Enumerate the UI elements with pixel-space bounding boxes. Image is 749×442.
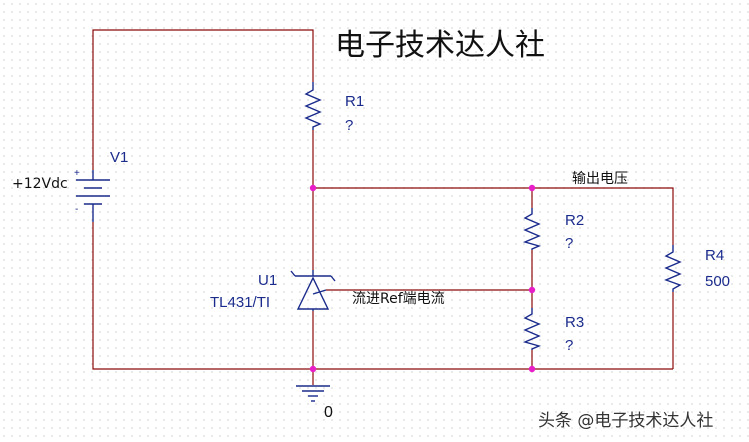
v1-minus-label: - xyxy=(75,204,78,215)
r3-name-label: R3 xyxy=(565,314,584,331)
resistor-r3[interactable] xyxy=(522,308,542,350)
ground-label: 0 xyxy=(324,404,333,421)
u1-name-label: U1 xyxy=(258,272,277,289)
resistor-r4[interactable] xyxy=(664,245,682,292)
page-title: 电子技术达人社 xyxy=(335,28,545,63)
node-output-left xyxy=(309,184,317,192)
r1-value-label: ? xyxy=(345,117,353,134)
wire-output-rail xyxy=(313,187,674,245)
wire-left-top xyxy=(92,29,314,170)
ground-symbol xyxy=(296,385,330,402)
node-bottom-left xyxy=(309,365,317,373)
wires xyxy=(92,29,674,385)
output-voltage-label: 输出电压 xyxy=(572,171,628,187)
battery-v1[interactable] xyxy=(76,170,110,222)
resistor-r1[interactable] xyxy=(304,82,322,130)
r4-value-label: 500 xyxy=(705,273,730,290)
ref-current-label: 流进Ref端电流 xyxy=(352,291,445,307)
r2-name-label: R2 xyxy=(565,212,584,229)
wire-bottom-rail xyxy=(92,222,673,370)
node-output-mid xyxy=(528,184,536,192)
v1-value-label: +12Vdc xyxy=(12,176,68,192)
watermark-text: 头条 @电子技术达人社 xyxy=(538,411,713,431)
r4-name-label: R4 xyxy=(705,247,724,264)
r3-value-label: ? xyxy=(565,337,573,354)
node-bottom-mid xyxy=(528,365,536,373)
u1-part-label: TL431/TI xyxy=(210,294,270,311)
r1-name-label: R1 xyxy=(345,93,364,110)
v1-name-label: V1 xyxy=(110,149,128,166)
r2-value-label: ? xyxy=(565,235,573,252)
node-ref xyxy=(528,286,536,294)
junction-nodes xyxy=(309,184,536,373)
resistor-r2[interactable] xyxy=(522,208,542,250)
shunt-regulator-u1[interactable] xyxy=(290,270,336,311)
v1-plus-label: + xyxy=(74,168,80,179)
